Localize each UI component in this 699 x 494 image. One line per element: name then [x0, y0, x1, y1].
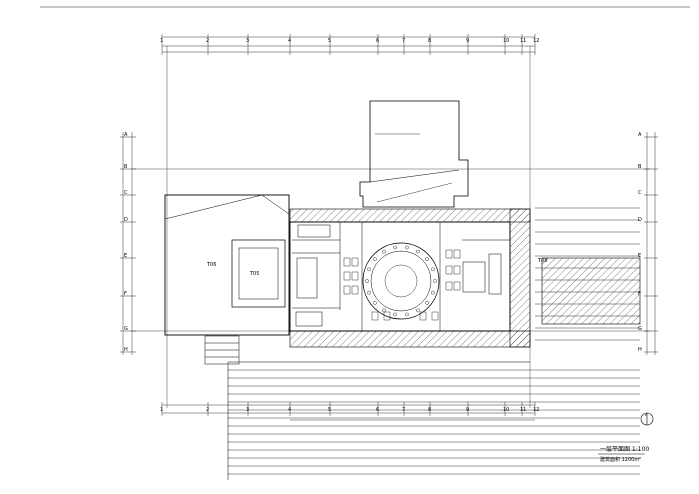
top-grid-label: 4 [288, 38, 291, 44]
main-wall-hatch [289, 208, 531, 348]
top-grid-label: 9 [466, 38, 469, 44]
seat [431, 267, 435, 272]
seat [382, 249, 386, 254]
seat [425, 257, 429, 261]
furniture-block [453, 249, 461, 259]
room-t05-inner [238, 247, 279, 300]
annex-roof-line [369, 169, 460, 183]
bottom-parking-lines [228, 369, 640, 475]
right-grid-label: A [638, 132, 642, 138]
round-hall [362, 242, 440, 320]
bottom-stair [204, 335, 240, 365]
bottom-grid-label: 2 [206, 407, 209, 413]
furniture-block [453, 281, 461, 291]
left-grid-label: C [124, 190, 128, 196]
interior-partitions [292, 222, 510, 331]
round-hall-seats [365, 245, 437, 317]
top-grid-label: 8 [428, 38, 431, 44]
seat [393, 245, 397, 250]
room-t06-outline [164, 194, 290, 336]
vertical-axis-lines [166, 46, 531, 408]
left-grid-label: D [124, 217, 128, 223]
right-grid-label: H [638, 347, 642, 353]
furniture-block [445, 249, 453, 259]
bottom-grid-label: 1 [160, 407, 163, 413]
bottom-dimension-lines [162, 404, 535, 421]
top-dimension-lines [162, 36, 535, 53]
seat [416, 249, 420, 254]
seat [373, 257, 377, 261]
furniture-block [419, 311, 427, 321]
furniture-block [343, 271, 351, 281]
furniture-block [351, 285, 359, 295]
seat [433, 279, 437, 283]
north-arrow-icon [640, 412, 654, 426]
seat [416, 308, 420, 313]
room-t06-slope-2 [261, 194, 290, 215]
seat [367, 267, 371, 272]
furniture-blocks [343, 249, 461, 321]
left-grid-label: E [124, 253, 127, 259]
seat [405, 245, 409, 250]
drawing-subtitle: 建筑面积 1200m² [600, 456, 641, 463]
right-grid-label: C [638, 190, 642, 196]
top-grid-label: 7 [402, 38, 405, 44]
annex-roof-line-2 [376, 182, 453, 203]
furniture-block [343, 285, 351, 295]
left-grid-label: H [124, 347, 128, 353]
seat [393, 312, 397, 317]
furniture-block [431, 311, 439, 321]
top-grid-label: 1 [160, 38, 163, 44]
room-t05-outline [231, 239, 286, 308]
top-grid-label: 2 [206, 38, 209, 44]
furniture-block [351, 257, 359, 267]
room-right-label: T08 [537, 258, 547, 264]
seat [425, 301, 429, 305]
room-t06-slope [164, 194, 263, 220]
furniture-block [383, 311, 391, 321]
room-t06-label: T06 [206, 262, 216, 268]
furniture-block [351, 271, 359, 281]
left-grid-ticks: A B C D E F G H [120, 132, 136, 353]
furniture-block [453, 265, 461, 275]
left-grid-label: G [124, 326, 128, 332]
top-grid-label: 12 [533, 38, 539, 44]
top-grid-label: 10 [503, 38, 509, 44]
right-parking-lines [535, 207, 640, 341]
top-grid-label: 6 [376, 38, 379, 44]
top-grid-label: 5 [328, 38, 331, 44]
seat [373, 301, 377, 305]
room-t05-label: T05 [249, 271, 259, 277]
top-grid-label: 11 [520, 38, 526, 44]
main-hall-outline [289, 221, 511, 332]
right-dimension-lines [646, 132, 656, 355]
right-grid-label: G [638, 326, 642, 332]
seat [365, 279, 369, 283]
seat [367, 290, 371, 295]
furniture-block [371, 311, 379, 321]
left-grid-label: F [124, 291, 127, 297]
furniture-block [445, 265, 453, 275]
right-grid-label: B [638, 164, 642, 170]
furniture-block [343, 257, 351, 267]
seat [382, 308, 386, 313]
drawing-title: 一层平面图 1:100 [600, 446, 649, 453]
seat [431, 290, 435, 295]
seat [405, 312, 409, 317]
upper-annex-outline [359, 100, 469, 208]
furniture-block [445, 281, 453, 291]
right-hatched-block [541, 257, 641, 325]
left-grid-label: A [124, 132, 128, 138]
top-grid-label: 3 [246, 38, 249, 44]
left-grid-label: B [124, 164, 128, 170]
